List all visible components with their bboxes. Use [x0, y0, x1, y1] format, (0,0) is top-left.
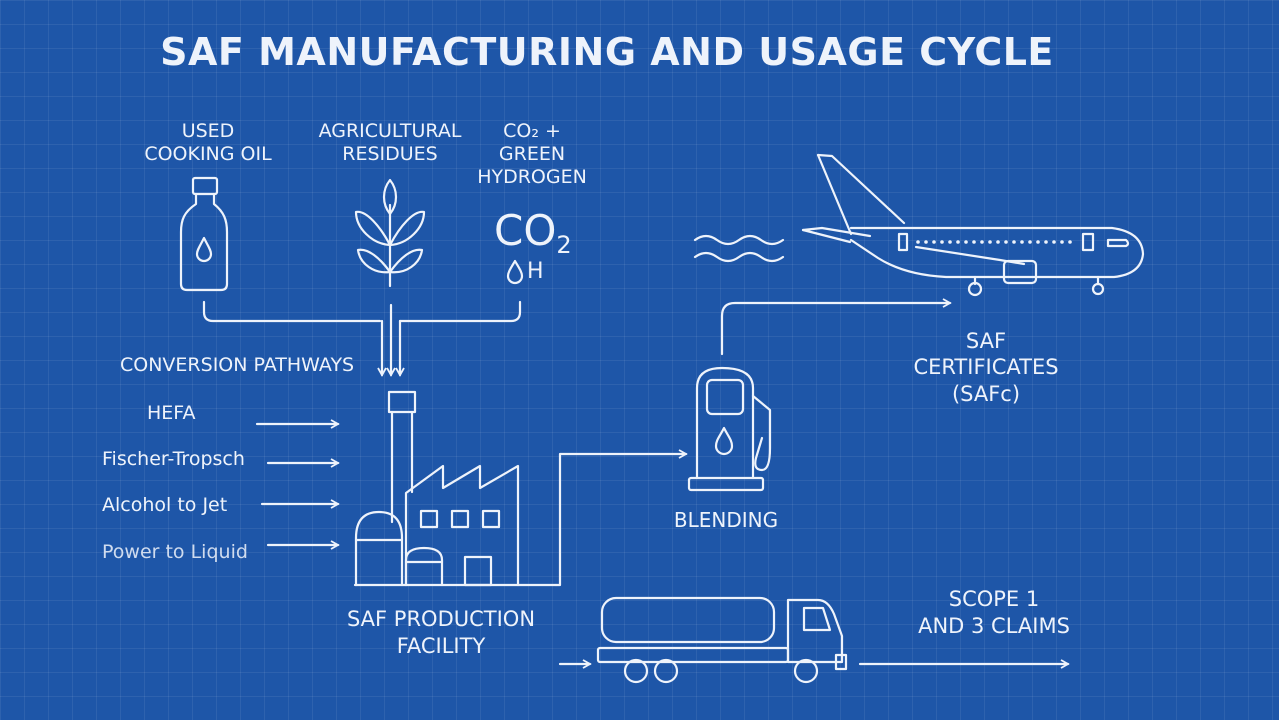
pathway-arrows — [255, 419, 340, 550]
co2-hydrogen-line-1: CO₂ + — [503, 120, 561, 142]
airplane-window — [1004, 240, 1008, 244]
airplane-window — [1044, 240, 1048, 244]
hydrogen-symbol: H — [527, 259, 544, 284]
co2-hydrogen-label: CO₂ + GREEN HYDROGEN — [462, 120, 602, 188]
airplane-window — [916, 240, 920, 244]
wave-icon — [693, 234, 785, 263]
airplane-window — [932, 240, 936, 244]
airplane-window — [1020, 240, 1024, 244]
airplane-window — [924, 240, 928, 244]
certificates-line-2: CERTIFICATES — [913, 355, 1059, 380]
certificates-line-3: (SAFc) — [951, 381, 1021, 406]
pathway-alcohol-to-jet: Alcohol to Jet — [102, 494, 228, 516]
pathway-fischer-tropsch: Fischer-Tropsch — [102, 448, 245, 470]
facility-to-blending-arrow — [554, 449, 688, 587]
hydrogen-drop-icon — [506, 259, 524, 285]
scope-claims-label: SCOPE 1 AND 3 CLAIMS — [904, 586, 1084, 641]
blending-to-airplane-arrow — [720, 298, 952, 356]
tanker-truck-icon — [596, 596, 848, 684]
co2-hydrogen-line-2: GREEN — [498, 142, 566, 165]
co2-hydrogen-line-3: HYDROGEN — [477, 165, 587, 188]
airplane-window — [1028, 240, 1032, 244]
agricultural-residues-line-1: AGRICULTURAL — [318, 120, 462, 142]
used-cooking-oil-label: USED COOKING OIL — [128, 120, 288, 166]
plant-icon — [354, 178, 426, 288]
co2-symbol: CO — [494, 206, 557, 255]
claims-line-2: AND 3 CLAIMS — [918, 614, 1070, 639]
used-cooking-oil-line-2: COOKING OIL — [144, 142, 272, 165]
agricultural-residues-label: AGRICULTURAL RESIDUES — [300, 120, 480, 166]
airplane-window — [1036, 240, 1040, 244]
airplane-windows — [916, 240, 1072, 244]
facility-line-1: SAF PRODUCTION — [346, 607, 536, 631]
airplane-window — [988, 240, 992, 244]
diagram-title: SAF MANUFACTURING AND USAGE CYCLE — [160, 30, 1054, 74]
conversion-pathways-heading: CONVERSION PATHWAYS — [120, 354, 355, 376]
airplane-window — [1052, 240, 1056, 244]
factory-icon — [353, 390, 558, 587]
airplane-window — [956, 240, 960, 244]
certificates-line-1: SAF — [965, 329, 1007, 353]
co2-hydrogen-icon: CO2 — [494, 206, 572, 259]
pathway-hefa: HEFA — [147, 402, 196, 424]
co2-subscript: 2 — [556, 231, 572, 259]
airplane-window — [972, 240, 976, 244]
airplane-icon — [801, 153, 1145, 297]
blending-label: BLENDING — [673, 508, 779, 532]
bottle-icon — [179, 176, 229, 292]
airplane-window — [948, 240, 952, 244]
pathway-power-to-liquid: Power to Liquid — [102, 541, 248, 563]
airplane-window — [980, 240, 984, 244]
airplane-window — [1060, 240, 1064, 244]
used-cooking-oil-line-1: USED — [181, 120, 235, 142]
airplane-window — [996, 240, 1000, 244]
fuel-pump-icon — [687, 366, 772, 492]
feedstock-collector — [202, 300, 522, 377]
saf-certificates-label: SAF CERTIFICATES (SAFc) — [896, 328, 1076, 407]
airplane-window — [1068, 240, 1072, 244]
agricultural-residues-line-2: RESIDUES — [342, 142, 438, 165]
airplane-window — [1012, 240, 1016, 244]
airplane-window — [964, 240, 968, 244]
facility-label: SAF PRODUCTION FACILITY — [330, 606, 552, 661]
airplane-window — [940, 240, 944, 244]
claims-line-1: SCOPE 1 — [948, 587, 1040, 611]
facility-line-2: FACILITY — [396, 634, 486, 659]
